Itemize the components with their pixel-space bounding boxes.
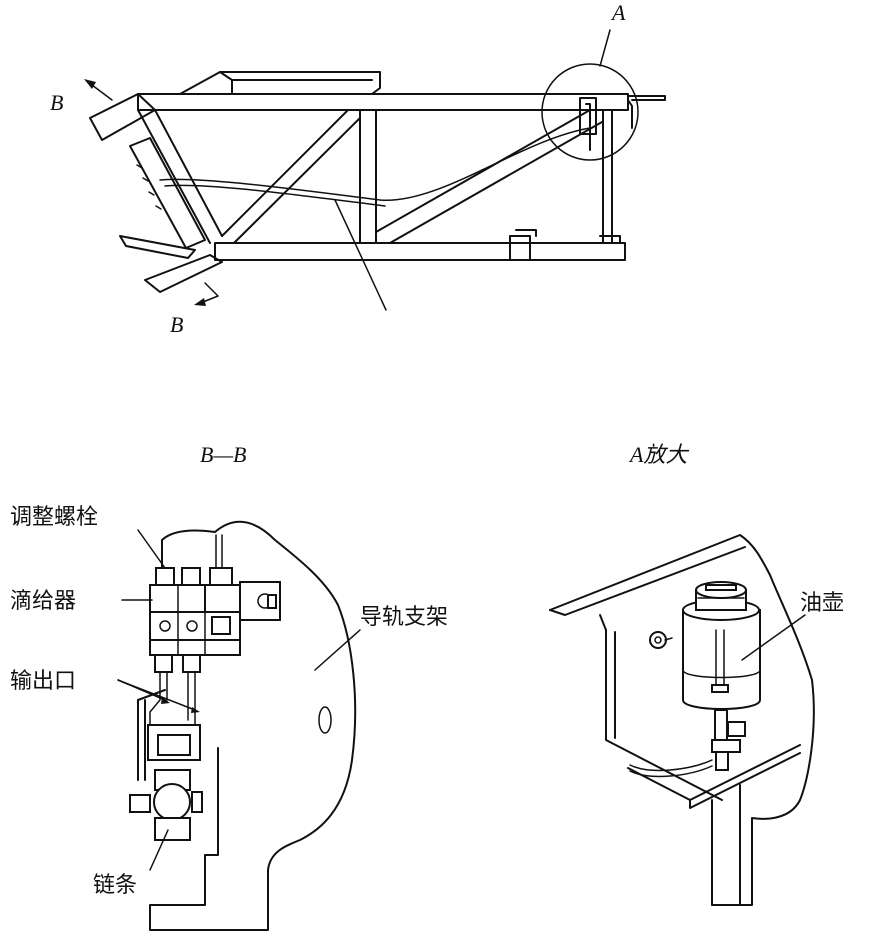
detail-a-view: A放大 油 [549,442,844,906]
label-dripper: 滴给器 [10,589,76,614]
label-a: A [610,0,626,25]
label-chain: 链条 [93,873,137,898]
frame-side-view: A B B [50,0,666,337]
label-b-top: B [50,90,63,115]
label-rail-bracket: 导轨支架 [360,605,448,630]
label-b-bottom: B [170,312,183,337]
section-bb-title: B—B [200,442,246,467]
label-oil-pot: 油壶 [800,591,844,616]
label-outlet: 输出口 [10,669,76,694]
label-adjust-bolt: 调整螺栓 [10,505,98,530]
section-bb-view: B—B [10,442,448,931]
detail-a-title: A放大 [628,442,689,467]
